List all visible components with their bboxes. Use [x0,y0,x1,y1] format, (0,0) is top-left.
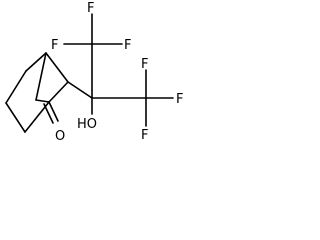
bond-carbonyl-double-1 [48,101,59,122]
atom-f1: F [87,1,94,16]
bond-quaternary-to-carbonyl [48,81,69,103]
atom-labels: F F F F F F HO O [51,1,183,144]
bond-carbonyl-double-2 [43,103,54,124]
bond-bridgehead-top-to-bridge [35,52,47,101]
atom-f5: F [176,92,183,107]
bond-bridgehead-top-to-quaternary [45,52,69,83]
atom-f4: F [141,57,148,72]
chemical-structure: F F F F F F HO O [5,1,183,144]
atom-f6: F [141,128,148,143]
bond-left-upper-to-left-lower [5,70,27,104]
bond-lines [5,13,174,133]
atom-carbonyl-oxygen: O [55,129,65,144]
bond-bridgehead-top-to-left-upper [25,52,47,72]
bond-left-lower-to-bottom [5,102,26,133]
bond-quaternary-to-central-carbon [67,81,93,99]
atom-hydroxyl: HO [77,117,97,132]
atom-f2: F [51,38,58,53]
bond-bridge-to-carbonyl [35,99,50,103]
atom-f3: F [124,38,131,53]
